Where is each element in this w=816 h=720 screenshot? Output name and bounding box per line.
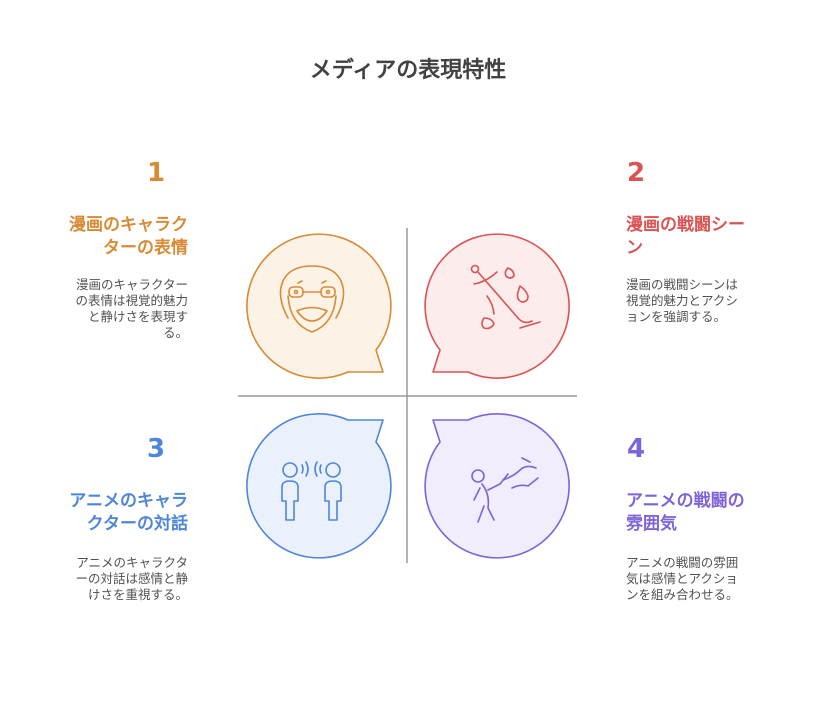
quadrant-3-description: アニメのキャラクタ ーの対話は感情と静 けさを重視する。 xyxy=(52,555,188,603)
quadrant-1-heading-line: 漫画のキャラク xyxy=(69,215,188,235)
quadrant-2-heading: 漫画の戦闘シー ン xyxy=(626,214,771,260)
running-person-icon xyxy=(471,457,539,523)
speech-bubble-4 xyxy=(424,413,570,559)
quadrant-4-heading-line: アニメの戦闘の xyxy=(626,491,745,511)
quadrant-2-description-line: 視覚的魅力とアクシ xyxy=(626,293,738,308)
quadrant-1-description-line: と静けさを表現す xyxy=(87,309,188,324)
quadrant-4-description-line: ンを組み合わせる。 xyxy=(626,587,739,602)
quadrant-2-number: 2 xyxy=(626,158,646,188)
quadrant-4-heading: アニメの戦闘の 雰囲気 xyxy=(626,490,771,536)
quadrant-4-description-line: アニメの戦闘の雰囲 xyxy=(626,555,739,570)
two-people-talking-icon xyxy=(281,461,342,521)
page-title: メディアの表現特性 xyxy=(309,58,507,83)
quadrant-1-heading-line: ターの表情 xyxy=(103,238,188,258)
quadrant-3-heading: アニメのキャラ クターの対話 xyxy=(43,490,188,536)
quadrant-2-description-line: 漫画の戦闘シーンは xyxy=(626,277,738,292)
quadrant-1-description-line: る。 xyxy=(162,325,188,340)
speech-bubble-3 xyxy=(246,413,392,559)
quadrant-2-description-line: ョンを強調する。 xyxy=(626,309,727,324)
quadrant-3-description-line: アニメのキャラクタ xyxy=(76,555,188,570)
quadrant-1-description-line: 漫画のキャラクター xyxy=(75,277,188,292)
quadrant-2-heading-line: 漫画の戦闘シー xyxy=(626,215,745,235)
quadrant-4-description: アニメの戦闘の雰囲 気は感情とアクショ ンを組み合わせる。 xyxy=(626,555,762,603)
quadrant-1-description-line: の表情は視覚的魅力 xyxy=(75,293,188,308)
quadrant-2-heading-line: ン xyxy=(626,238,643,258)
speech-bubble-2 xyxy=(424,233,570,379)
quadrant-2-description: 漫画の戦闘シーンは 視覚的魅力とアクシ ョンを強調する。 xyxy=(626,277,762,325)
quadrant-1-description: 漫画のキャラクター の表情は視覚的魅力 と静けさを表現す る。 xyxy=(52,277,188,341)
speech-bubble-1 xyxy=(246,233,392,379)
quadrant-3-heading-line: アニメのキャラ xyxy=(69,491,188,511)
quadrant-3-heading-line: クターの対話 xyxy=(86,514,188,534)
quadrant-3-number: 3 xyxy=(146,434,166,464)
quadrant-4-heading-line: 雰囲気 xyxy=(626,514,677,534)
ink-brush-drops-icon xyxy=(470,264,541,330)
quadrant-1-heading: 漫画のキャラク ターの表情 xyxy=(43,214,188,260)
quadrant-3-description-line: けさを重視する。 xyxy=(87,587,188,602)
smiling-face-icon xyxy=(279,265,345,333)
quadrant-4-number: 4 xyxy=(626,434,646,464)
quadrant-3-description-line: ーの対話は感情と静 xyxy=(75,571,188,586)
quadrant-4-description-line: 気は感情とアクショ xyxy=(626,571,738,586)
quadrant-1-number: 1 xyxy=(146,158,166,188)
